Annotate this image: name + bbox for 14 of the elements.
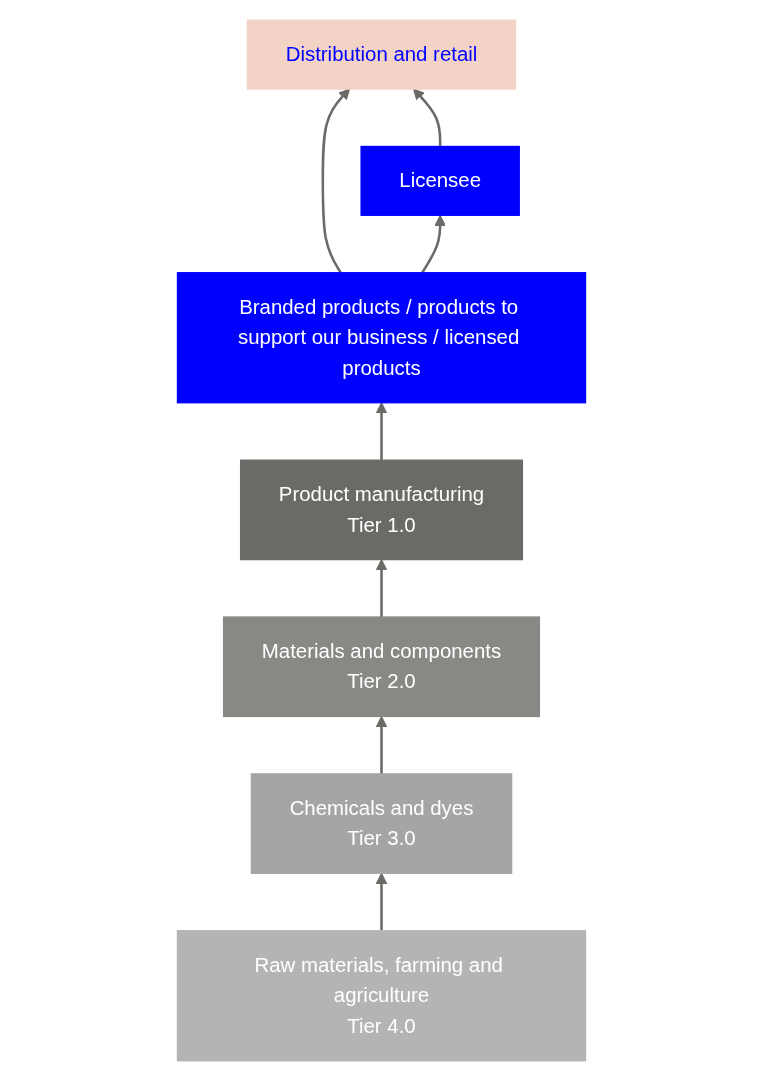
node-box: Product manufacturing Tier 1.0 <box>239 459 524 561</box>
node-box: Chemicals and dyes Tier 3.0 <box>250 773 513 874</box>
node-box: Branded products / products to support our business / licensed products <box>176 272 587 404</box>
node-box: Distribution and retail <box>246 19 517 90</box>
arrow <box>321 88 350 274</box>
arrow <box>375 402 388 461</box>
node-box: Raw materials, farming and agriculture Tier 4.0 <box>176 930 587 1062</box>
arrow <box>413 88 442 147</box>
node-box: Materials and components Tier 2.0 <box>222 616 541 718</box>
arrow <box>375 715 388 774</box>
node-box: Licensee <box>360 145 520 216</box>
arrow <box>375 872 388 931</box>
arrow <box>375 559 388 617</box>
arrow <box>421 214 446 274</box>
